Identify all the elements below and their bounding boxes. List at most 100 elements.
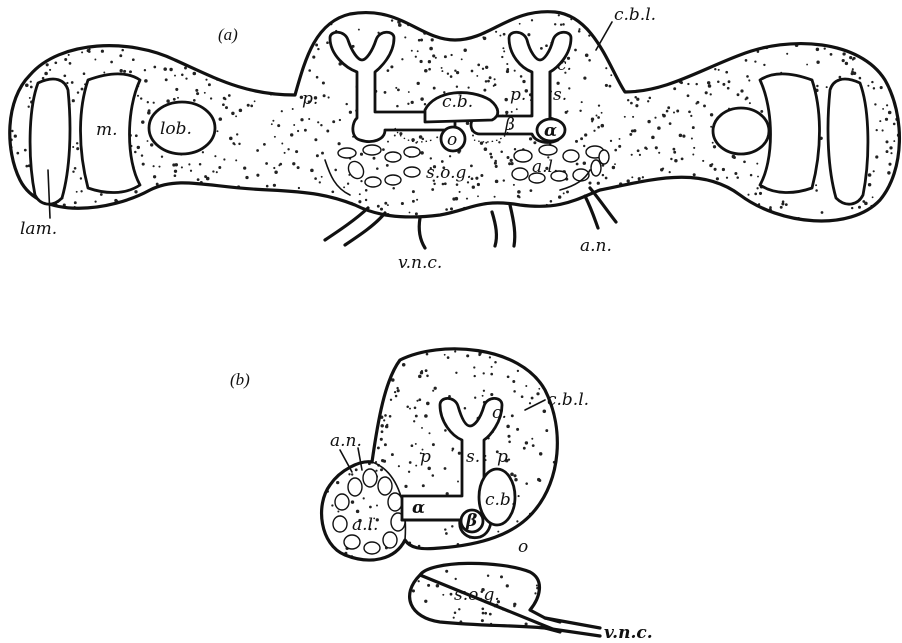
stipple-dot [100, 217, 102, 219]
stipple-dot [300, 118, 303, 121]
vnc-right-line [492, 212, 496, 246]
stipple-dot [111, 206, 114, 209]
stipple-dot [334, 630, 336, 632]
stipple-dot [497, 531, 499, 533]
stipple-dot [695, 83, 697, 85]
stipple-dot [567, 359, 570, 362]
stipple-dot [683, 30, 686, 33]
stipple-dot [72, 99, 75, 102]
stipple-dot [42, 214, 44, 216]
stipple-dot [274, 136, 276, 138]
stipple-dot [297, 130, 299, 132]
stipple-dot [488, 632, 492, 636]
stipple-dot [177, 206, 180, 209]
stipple-dot [571, 367, 573, 369]
stipple-dot [45, 31, 48, 34]
stipple-dot [222, 15, 224, 17]
stipple-dot [196, 92, 199, 95]
stipple-dot [322, 487, 324, 489]
stipple-dot [137, 146, 140, 149]
stipple-dot [396, 105, 399, 108]
stipple-dot [566, 599, 569, 602]
stipple-dot [564, 377, 567, 380]
stipple-dot [60, 18, 62, 20]
stipple-dot [181, 74, 184, 77]
stipple-dot [340, 350, 343, 353]
stipple-dot [392, 187, 395, 190]
stipple-dot [420, 371, 423, 374]
stipple-dot [458, 608, 460, 610]
stipple-dot [283, 22, 286, 25]
stipple-dot [375, 470, 377, 472]
stipple-dot [94, 59, 96, 61]
stipple-dot [736, 176, 739, 179]
stipple-dot [446, 16, 448, 18]
stipple-dot [172, 202, 175, 205]
stipple-dot [387, 204, 389, 206]
stipple-dot [356, 390, 358, 392]
stipple-dot [316, 533, 320, 537]
stipple-dot [280, 205, 282, 207]
stipple-dot [583, 77, 586, 80]
stipple-dot [377, 562, 380, 565]
stipple-dot [747, 44, 749, 46]
label-vnc-b: v.n.c. [604, 623, 653, 643]
stipple-dot [564, 476, 567, 479]
stipple-dot [558, 422, 561, 425]
stipple-dot [161, 200, 163, 202]
stipple-dot [568, 345, 570, 347]
stipple-dot [136, 209, 138, 211]
stipple-dot [558, 596, 560, 598]
stipple-dot [347, 612, 350, 615]
stipple-dot [164, 5, 166, 7]
stipple-dot [798, 222, 801, 225]
stipple-dot [580, 137, 583, 140]
stipple-dot [308, 69, 311, 72]
stipple-dot [40, 32, 43, 35]
stipple-dot [332, 120, 335, 123]
stipple-dot [134, 190, 137, 193]
stipple-dot [735, 48, 737, 50]
stipple-dot [353, 564, 355, 566]
stipple-dot [348, 425, 351, 428]
stipple-dot [882, 129, 884, 131]
stipple-dot [842, 52, 845, 55]
stipple-dot [519, 635, 522, 638]
stipple-dot [687, 183, 690, 186]
stipple-dot [673, 87, 676, 90]
stipple-dot [384, 91, 387, 94]
stipple-dot [306, 226, 308, 228]
stipple-dot [351, 473, 353, 475]
stipple-dot [752, 14, 755, 17]
stipple-dot [132, 58, 135, 61]
stipple-dot [316, 614, 318, 616]
stipple-dot [748, 79, 750, 81]
stipple-dot [349, 365, 352, 368]
stipple-dot [260, 40, 262, 42]
stipple-dot [745, 98, 747, 100]
stipple-dot [250, 12, 253, 15]
stipple-dot [487, 574, 489, 576]
stipple-dot [408, 343, 410, 345]
stipple-dot [472, 134, 474, 136]
stipple-dot [315, 44, 318, 47]
stipple-dot [72, 29, 74, 31]
stipple-dot [393, 589, 395, 591]
stipple-dot [776, 24, 778, 26]
stipple-dot [331, 504, 333, 506]
stipple-dot [319, 399, 321, 401]
stipple-dot [601, 124, 605, 128]
stipple-dot [517, 190, 521, 194]
stipple-dot [893, 140, 895, 142]
panel-a-tag: (a) [218, 25, 238, 44]
stipple-dot [394, 223, 398, 227]
stipple-dot [11, 174, 14, 177]
stipple-dot [661, 32, 664, 35]
stipple-dot [581, 101, 583, 103]
stipple-dot [139, 16, 141, 18]
stipple-dot [310, 169, 314, 173]
stipple-dot [74, 167, 77, 170]
stipple-dot [380, 208, 383, 211]
stipple-dot [562, 547, 565, 550]
